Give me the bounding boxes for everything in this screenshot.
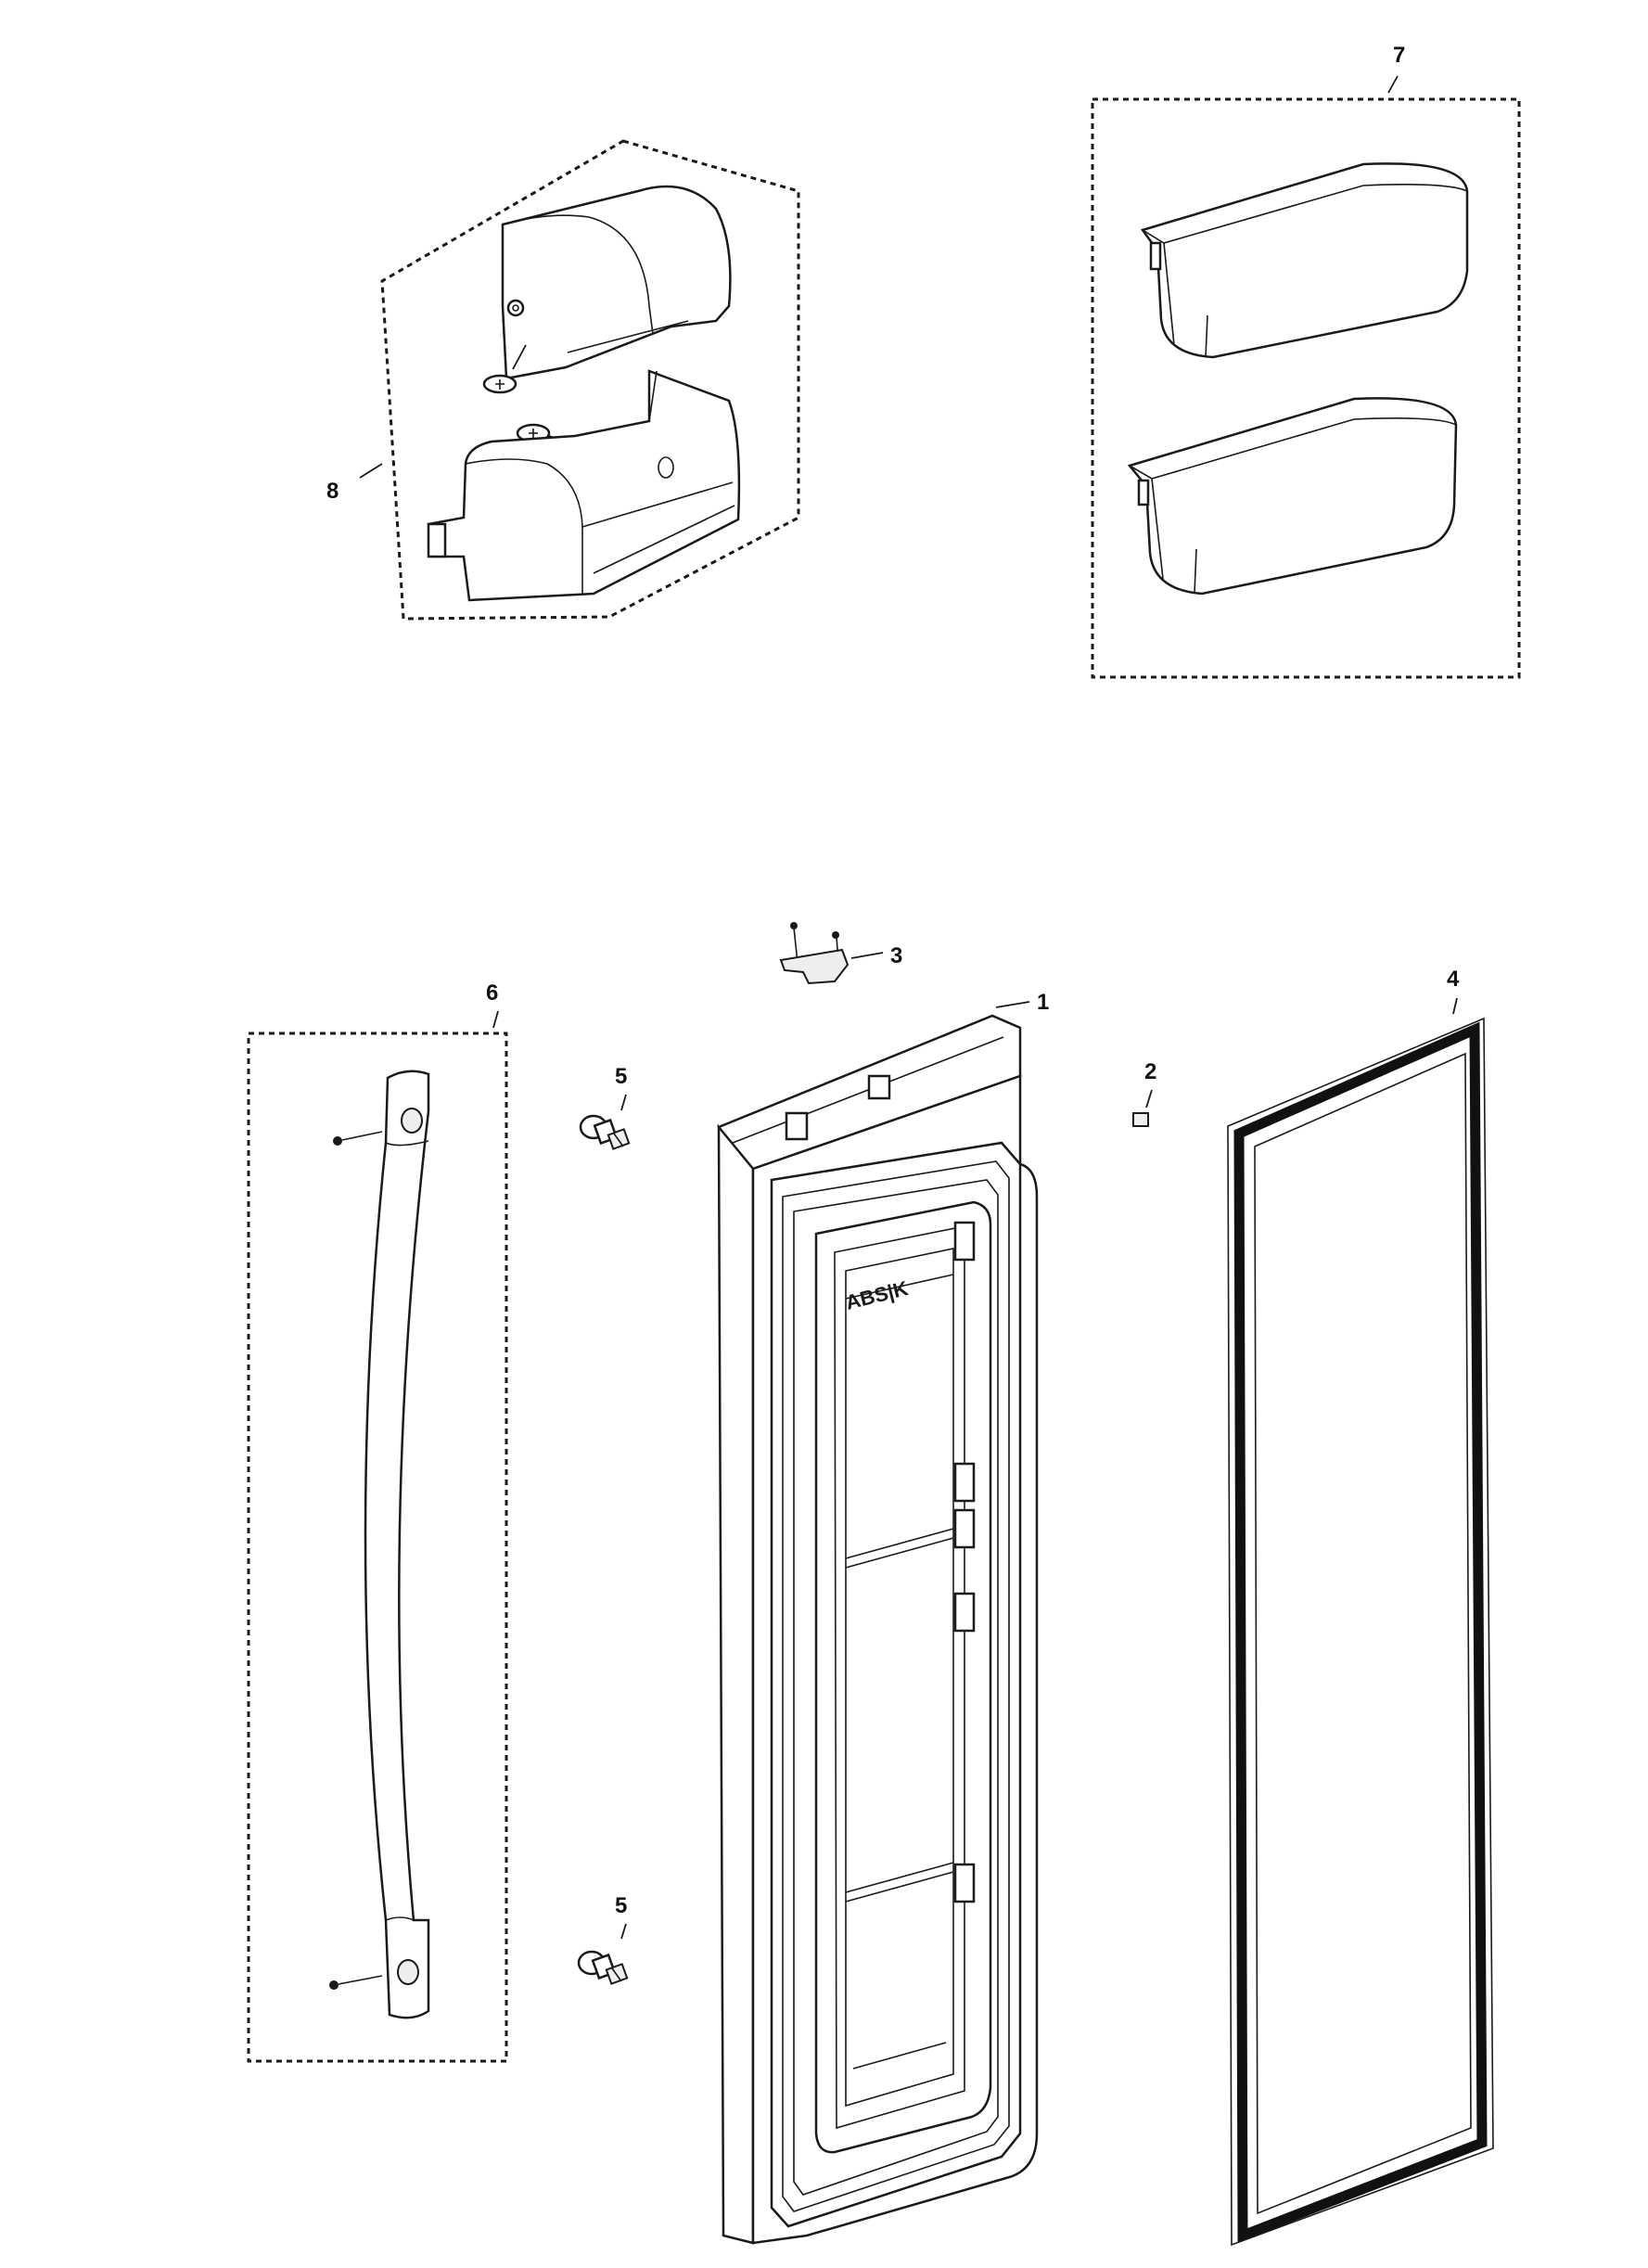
part-8-dashed-box [380, 139, 800, 621]
callout-6: 6 [486, 980, 498, 1006]
callout-3: 3 [890, 943, 902, 968]
handle-mount-stud-top: 5 [579, 1064, 631, 1150]
door-gasket: 4 [1227, 967, 1494, 2247]
callout-4: 4 [1447, 967, 1460, 992]
callout-7: 7 [1393, 43, 1405, 68]
callout-1: 1 [1037, 990, 1049, 1015]
door-bin-upper [1140, 162, 1469, 359]
callout-8: 8 [326, 479, 339, 504]
handle-mount-stud-bottom: 5 [577, 1893, 629, 1985]
door-handle-assembly: 6 [247, 980, 508, 2063]
stopper-icon [1132, 1112, 1149, 1127]
callout-5-top: 5 [615, 1064, 627, 1089]
callout-2: 2 [1144, 1059, 1156, 1084]
handle-icon [364, 1070, 430, 2019]
part-7-dashed-box [1091, 97, 1521, 679]
stopper: 2 [1132, 1059, 1156, 1127]
door-liner-assembly: ABS|K 1 [717, 990, 1049, 2245]
dairy-bin-tray [427, 369, 741, 602]
hinge-cover-bracket: 3 [779, 922, 902, 985]
dairy-bin-lid [501, 185, 732, 380]
gasket-outer [1233, 1021, 1488, 2244]
bracket-icon [779, 948, 850, 985]
dairy-bin-assembly: 8 [326, 139, 800, 621]
door-bins-assembly: 7 [1091, 43, 1521, 679]
door-outer-frame [717, 1123, 755, 2245]
callout-5-bottom: 5 [615, 1893, 627, 1918]
door-inner-liner [814, 1200, 992, 2154]
door-bin-lower [1127, 397, 1458, 596]
